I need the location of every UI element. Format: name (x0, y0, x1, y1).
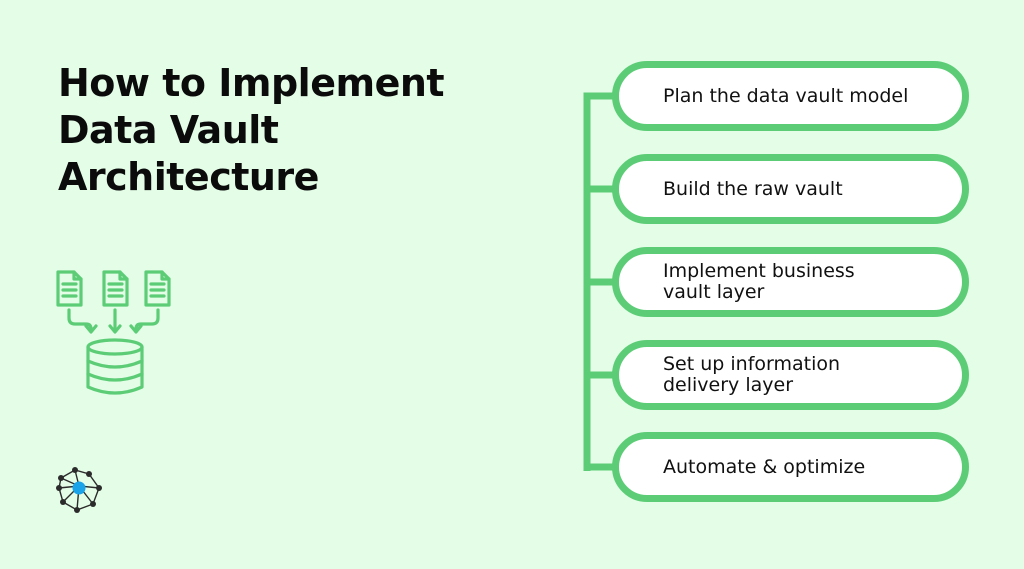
step-implement-business-vault: Implement business vault layer (612, 247, 969, 317)
network-logo-icon (56, 467, 102, 513)
arrow-down-icon (129, 308, 160, 334)
documents-to-database-illustration (56, 270, 171, 395)
title-line-3: Architecture (58, 155, 319, 199)
title-line-1: How to Implement (58, 61, 445, 105)
document-icon (144, 270, 171, 307)
step-plan-data-vault-model: Plan the data vault model (612, 61, 969, 131)
step-label: Automate & optimize (663, 455, 866, 478)
step-automate-optimize: Automate & optimize (612, 432, 969, 502)
step-label: Set up information delivery layer (663, 353, 841, 396)
database-icon (86, 338, 144, 395)
arrow-down-icon (67, 308, 98, 334)
page-title: How to Implement Data Vault Architecture (58, 60, 528, 201)
step-label: Implement business vault layer (663, 260, 855, 303)
document-icon (102, 270, 129, 307)
title-line-2: Data Vault (58, 108, 279, 152)
step-label: Plan the data vault model (663, 84, 909, 107)
step-build-raw-vault: Build the raw vault (612, 154, 969, 224)
document-icon (56, 270, 83, 307)
arrow-down-icon (108, 308, 122, 334)
step-information-delivery: Set up information delivery layer (612, 340, 969, 410)
step-label: Build the raw vault (663, 177, 843, 200)
